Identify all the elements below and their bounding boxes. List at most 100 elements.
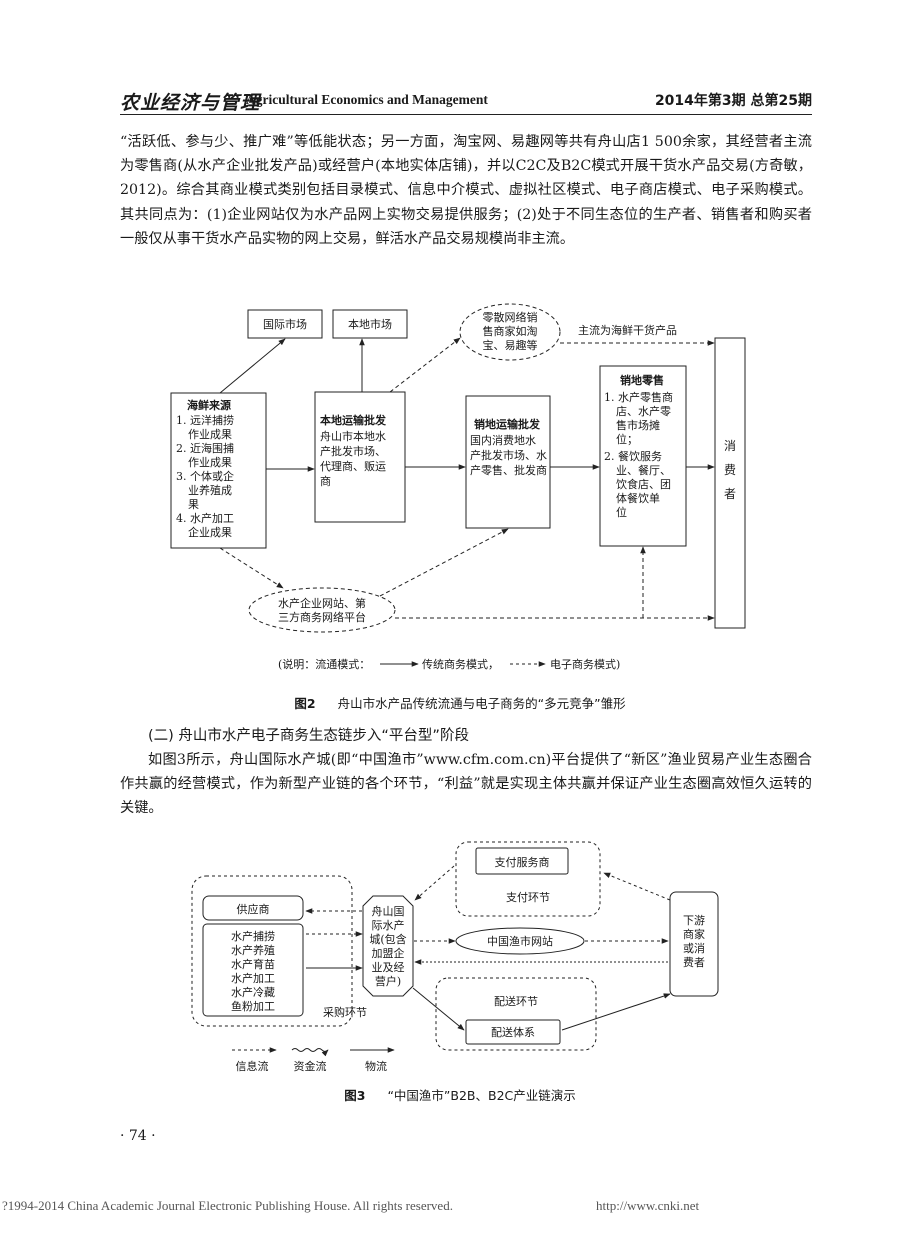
payment-region	[455, 841, 601, 917]
supplier-items-box	[202, 923, 304, 1017]
cloud-top-line2: 售商家如淘	[483, 324, 538, 338]
supplier-label: 供应商	[237, 902, 270, 916]
source-line: 作业成果	[188, 428, 232, 441]
dest-wholesale-box	[465, 395, 551, 529]
dashed-wholesale-to-cloud	[389, 337, 461, 393]
downstream-line: 商家	[683, 927, 705, 941]
source-line: 作业成果	[188, 456, 232, 469]
legend-money-line	[291, 1048, 329, 1057]
delivery-segment-label: 配送环节	[494, 994, 538, 1008]
retail-line: 售市场摊	[616, 418, 660, 432]
supplier-item: 水产加工	[231, 971, 275, 985]
source-line: 3. 个体或企	[176, 469, 234, 483]
header-rule	[120, 114, 812, 115]
local-market-label: 本地市场	[348, 317, 392, 331]
page-number: · 74 ·	[120, 1128, 156, 1144]
local-wholesale-box	[314, 391, 406, 523]
payment-segment-label: 支付环节	[506, 891, 550, 904]
hub-line: 舟山国	[372, 904, 405, 918]
local-wholesale-line: 舟山市本地水	[320, 429, 386, 443]
dest-wholesale-line: 产零售、批发商	[470, 463, 547, 477]
retail-line: 1. 水产零售商	[604, 390, 673, 404]
retail-line: 业、餐厅、	[616, 463, 671, 477]
source-line: 业养殖成	[188, 483, 232, 497]
supplier-item: 鱼粉加工	[231, 999, 275, 1013]
retail-line: 2. 餐饮服务	[604, 449, 662, 463]
issue-info: 2014年第3期 总第25期	[654, 93, 812, 109]
consumer-char: 费	[724, 463, 736, 477]
delivery-system-box	[465, 1019, 561, 1045]
hub-octagon	[362, 895, 414, 997]
source-line: 4. 水产加工	[176, 511, 234, 525]
legend-money-label: 资金流	[294, 1059, 327, 1073]
supplier-item: 水产冷藏	[231, 985, 275, 999]
dest-wholesale-line: 产批发市场、水	[470, 448, 547, 462]
retail-box	[599, 365, 687, 547]
cloud-bottom-line2: 三方商务网络平台	[278, 610, 366, 624]
paragraph-2: 如图3所示，舟山国际水产城(即“中国渔市”www.cfm.com.cn)平台提供…	[120, 752, 812, 817]
website-ellipse	[455, 927, 585, 955]
section-heading: (二) 舟山市水产电子商务生态链步入“平台型”阶段	[148, 728, 469, 744]
source-line: 1. 远洋捕捞	[176, 413, 234, 427]
website-label: 中国渔市网站	[487, 934, 553, 948]
running-header: 农业经济与管理 Agricultural Economics and Manag…	[120, 88, 812, 114]
source-title: 海鲜来源	[187, 398, 231, 412]
delivery-region	[435, 977, 597, 1051]
intl-market-label: 国际市场	[263, 317, 307, 331]
hub-line: 城(包含	[369, 932, 406, 946]
payment-to-hub-flow	[414, 865, 455, 901]
arrow-source-to-intl	[219, 338, 286, 394]
legend-ecommerce: 电子商务模式)	[550, 657, 620, 671]
retail-line: 位	[616, 505, 627, 519]
journal-title-en: Agricultural Economics and Management	[246, 92, 488, 107]
local-wholesale-title: 本地运输批发	[320, 413, 387, 427]
supplier-item: 水产捕捞	[231, 929, 275, 943]
cloud-bottom	[248, 587, 396, 633]
consumer-char: 者	[724, 487, 736, 501]
downstream-to-payment-flow	[603, 872, 671, 901]
dashed-source-to-cloud	[219, 547, 284, 589]
consumer-char: 消	[724, 439, 736, 453]
cloud-bottom-line1: 水产企业网站、第	[278, 596, 366, 610]
dest-wholesale-title: 销地运输批发	[474, 417, 541, 431]
journal-title-cn: 农业经济与管理	[120, 92, 261, 114]
payment-provider-box	[475, 847, 569, 875]
dest-wholesale-line: 国内消费地水	[470, 433, 536, 447]
source-line: 果	[188, 498, 199, 511]
supplier-item: 水产育苗	[231, 957, 275, 971]
footer-url: http://www.cnki.net	[596, 1198, 700, 1213]
payment-provider-label: 支付服务商	[495, 855, 550, 869]
cloud-top-line3: 宝、易趣等	[483, 338, 538, 352]
hub-to-delivery-goods	[412, 987, 465, 1031]
legend-goods-label: 物流	[365, 1059, 387, 1073]
cloud-top	[459, 303, 561, 361]
figure-3-caption-text: “中国渔市”B2B、B2C产业链演示	[387, 1088, 576, 1103]
footer-copyright: ?1994-2014 China Academic Journal Electr…	[2, 1198, 453, 1213]
source-box	[170, 392, 267, 549]
paragraph-1: “活跃低、参与少、推广难”等低能状态；另一方面，淘宝网、易趣网等共有舟山店1 5…	[120, 134, 812, 247]
consumer-box	[714, 337, 746, 629]
retail-line: 体餐饮单	[616, 491, 660, 505]
legend-info-label: 信息流	[236, 1059, 269, 1073]
downstream-line: 下游	[683, 914, 705, 927]
hub-line: 际水产	[372, 918, 405, 932]
procurement-segment-label: 采购环节	[323, 1005, 367, 1019]
retail-line: 位；	[616, 432, 638, 446]
hub-line: 加盟企	[372, 946, 405, 960]
dashed-cloud-to-dest	[379, 528, 509, 597]
figure-2-number: 图2	[294, 696, 316, 711]
hub-line: 营户)	[375, 974, 401, 988]
cloud-top-line1: 零散网络销	[483, 310, 538, 324]
local-wholesale-line: 商	[320, 474, 331, 488]
local-wholesale-line: 代理商、贩运	[320, 459, 386, 473]
source-line: 2. 近海围捕	[176, 441, 234, 455]
source-line: 企业成果	[188, 525, 232, 539]
figure-3-caption: 图3“中国渔市”B2B、B2C产业链演示	[0, 1085, 920, 1104]
intl-market-box	[247, 309, 323, 339]
local-market-box	[332, 309, 408, 339]
retail-line: 饮食店、团	[616, 477, 671, 491]
downstream-line: 或消	[683, 941, 705, 955]
mainstream-note: 主流为海鲜干货产品	[578, 323, 677, 337]
supplier-box	[202, 895, 304, 921]
